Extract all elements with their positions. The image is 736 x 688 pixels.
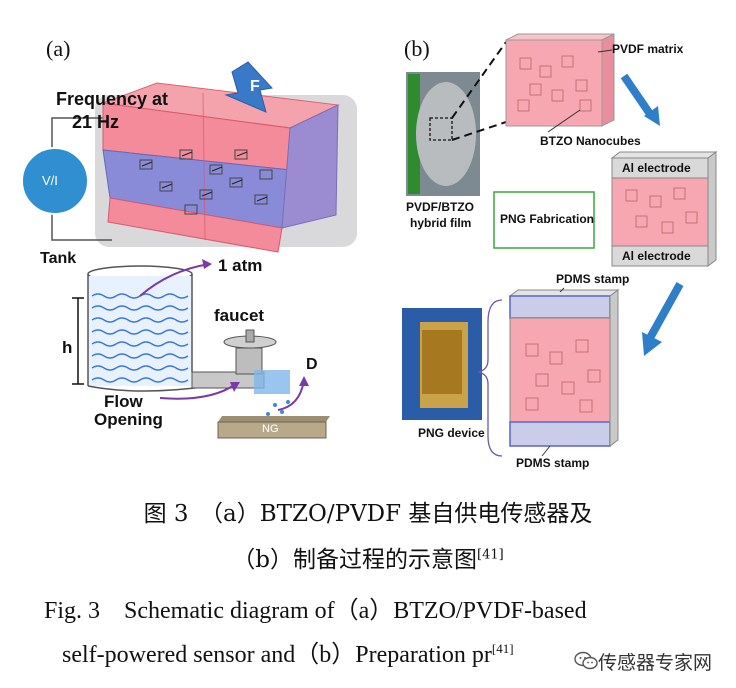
pdms-stamp-top-label: PDMS stamp — [556, 272, 630, 286]
flow-label-1: Flow — [104, 392, 143, 411]
caption-en-line1: Fig. 3 Schematic diagram of（a）BTZO/PVDF-… — [44, 598, 587, 624]
png-device-label: PNG device — [418, 426, 485, 440]
force-label: F — [250, 78, 260, 95]
caption-en-ref: [41] — [491, 641, 514, 656]
ng-label: NG — [262, 423, 279, 435]
distance-label: D — [306, 356, 318, 373]
png-fabrication-label: PNG Fabrication — [500, 212, 595, 226]
panel-a-illustration — [21, 61, 357, 439]
panel-b-label: (b) — [404, 36, 430, 61]
watermark: 传感器专家网 — [572, 648, 715, 674]
pvdf-matrix-label: PVDF matrix — [612, 42, 684, 56]
al-electrode-top-label: Al electrode — [622, 161, 691, 175]
pressure-label: 1 atm — [218, 256, 263, 275]
hybrid-film-label-2: hybrid film — [410, 216, 472, 230]
panel-b-illustration — [402, 33, 718, 457]
flow-label-2: Opening — [94, 410, 163, 429]
caption-en-line2-wrap: self-powered sensor and（b）Preparation pr… — [62, 634, 514, 669]
al-electrode-bottom-label: Al electrode — [622, 249, 691, 263]
tank-label: Tank — [40, 250, 77, 267]
meter-label: V/I — [42, 173, 58, 188]
caption-zh-line1: 图 3 （a）BTZO/PVDF 基自供电传感器及 — [143, 501, 593, 527]
hybrid-film-label-1: PVDF/BTZO — [406, 200, 474, 214]
frequency-label-1: Frequency at — [56, 89, 169, 109]
pdms-stamp-bottom-label: PDMS stamp — [516, 456, 590, 470]
watermark-text: 传感器专家网 — [598, 651, 713, 674]
btzo-nanocubes-label: BTZO Nanocubes — [540, 134, 641, 148]
caption-zh-line2-wrap: （b）制备过程的示意图[41] — [0, 540, 736, 574]
caption-zh-ref: [41] — [477, 547, 504, 563]
caption-zh-line2: （b）制备过程的示意图 — [232, 547, 478, 573]
caption-en-line2: self-powered sensor and（b）Preparation pr — [62, 642, 492, 668]
frequency-label-2: 21 Hz — [72, 112, 120, 132]
faucet-label: faucet — [214, 306, 265, 325]
panel-a-label: (a) — [46, 36, 71, 61]
wechat-icon — [574, 651, 598, 670]
height-label: h — [62, 338, 73, 357]
